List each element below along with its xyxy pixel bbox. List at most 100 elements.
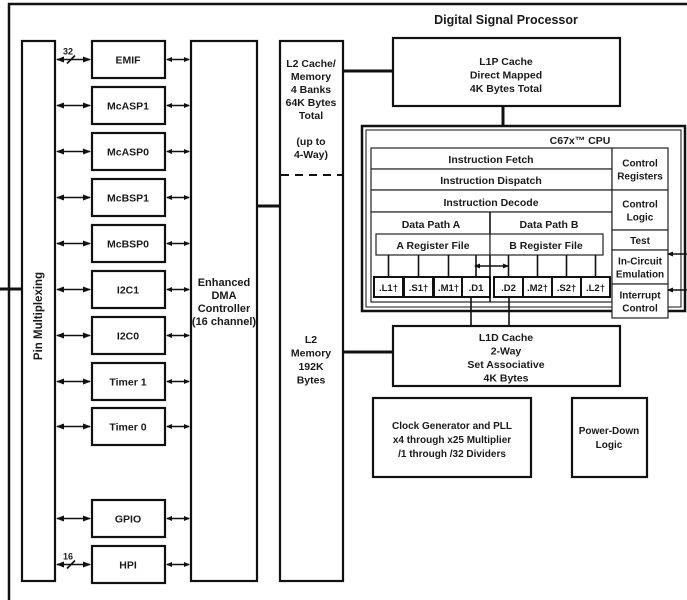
text-line: Control — [622, 200, 658, 211]
instruction-dispatch-label: Instruction Dispatch — [440, 175, 542, 187]
text-line: 2-Way — [491, 346, 522, 358]
data-path-b-label: Data Path B — [520, 219, 579, 231]
text-line: 4-Way) — [294, 149, 328, 161]
peripheral-label: I2C1 — [117, 285, 139, 297]
text-line: 192K — [298, 361, 324, 373]
text-line: L1P Cache — [479, 56, 533, 68]
unit-label: .M1† — [438, 283, 459, 294]
text-line: Logic — [627, 213, 654, 224]
text-line: 4K Bytes Total — [470, 83, 542, 95]
text-line: Control — [622, 304, 658, 315]
text-line: L2 Cache/ — [286, 58, 336, 70]
unit-label: .L2† — [586, 283, 605, 294]
text-line: In-Circuit — [618, 257, 663, 268]
text-line: Control — [622, 159, 658, 170]
peripheral-label: McASP1 — [107, 101, 149, 113]
unit-label: .M2† — [527, 283, 548, 294]
peripheral-mcasp0: McASP0 — [56, 131, 190, 172]
peripheral-label: EMIF — [115, 55, 141, 67]
dma-l2-bus — [257, 204, 280, 208]
clock-generator-pll: Clock Generator and PLL x4 through x25 Mu… — [371, 396, 533, 479]
b-register-file — [489, 233, 604, 256]
text-line: Controller — [198, 303, 251, 315]
peripheral-label: I2C0 — [117, 331, 139, 343]
unit-label: .S2† — [557, 283, 577, 294]
data-path-a-label: Data Path A — [402, 219, 461, 231]
peripheral-i2c0: I2C0 — [56, 315, 190, 356]
peripheral-label: GPIO — [115, 514, 141, 526]
text-line: L2 — [305, 334, 317, 346]
cpu-side-label: Test — [630, 236, 650, 247]
unit-label: .D1 — [469, 283, 485, 294]
peripheral-gpio: GPIO — [56, 498, 190, 539]
instruction-decode-label: Instruction Decode — [443, 197, 538, 209]
text-line: (up to — [296, 136, 325, 148]
dsp-title: Digital Signal Processor — [434, 13, 578, 27]
text-line: Direct Mapped — [470, 70, 542, 82]
text-line: Clock Generator and PLL — [392, 421, 512, 432]
text-line: Emulation — [616, 270, 664, 281]
peripheral-mcbsp0: McBSP0 — [56, 223, 190, 264]
pin-multiplexing: Pin Multiplexing — [20, 39, 57, 583]
bus-slash — [66, 559, 76, 570]
peripheral-label: Timer 0 — [109, 422, 146, 434]
b-register-file-label: B Register File — [509, 240, 583, 252]
peripheral-mcasp1: McASP1 — [56, 85, 190, 126]
peripheral-i2c1: I2C1 — [56, 269, 190, 310]
cpu-block: C67x™ CPU Instruction Fetch Instruction … — [360, 124, 687, 319]
peripheral-label: Timer 1 — [109, 377, 146, 389]
peripheral-label: McBSP0 — [107, 239, 149, 251]
peripheral-label: McBSP1 — [107, 193, 149, 205]
unit-b-3: .L2† — [580, 255, 611, 298]
text-line: x4 through x25 Multiplier — [393, 435, 511, 446]
peripheral-label: McASP0 — [107, 147, 149, 159]
functional-units: .L1† .S1† .M1† .D1 .D2 .M2† .S2† .L2† — [373, 255, 611, 298]
text-line: Bytes — [297, 375, 326, 387]
pin-multiplexing-label: Pin Multiplexing — [33, 272, 45, 360]
l1p-cpu-bus — [501, 106, 505, 126]
text-line: 4K Bytes — [484, 373, 529, 385]
unit-label: .S1† — [409, 283, 429, 294]
unit-a-3: .D1 — [461, 255, 491, 298]
text-line: Total — [299, 110, 323, 122]
cpu-title: C67x™ CPU — [550, 135, 611, 147]
text-line: Power-Down — [579, 426, 640, 437]
text-line: 64K Bytes — [286, 97, 337, 109]
l2-l1p-bus — [343, 69, 393, 73]
l2-l1d-bus — [343, 350, 393, 354]
unit-label: .D2 — [501, 283, 516, 294]
peripheral-emif: EMIF 32 — [56, 39, 190, 80]
text-line: (16 channel) — [192, 316, 257, 328]
a-register-file-label: A Register File — [396, 240, 469, 252]
text-line: Set Associative — [467, 359, 544, 371]
peripheral-timer1: Timer 1 — [56, 361, 190, 402]
bus-width-label: 32 — [63, 47, 73, 57]
peripherals: EMIF 32McASP1McASP0McBSP1McBSP0I2C1I2C0Ti… — [56, 39, 190, 585]
cpu-side-cell-2: Test — [611, 229, 669, 251]
text-line: Enhanced — [198, 277, 251, 289]
text-line: L1D Cache — [479, 332, 533, 344]
bus-slash — [66, 54, 76, 65]
text-line — [310, 123, 313, 135]
text-line: 4 Banks — [291, 84, 331, 96]
peripheral-label: HPI — [119, 560, 137, 572]
text-line: Test — [630, 236, 650, 247]
text-line: DMA — [211, 290, 236, 302]
text-line: Interrupt — [619, 291, 661, 302]
unit-label: .L1† — [379, 283, 398, 294]
